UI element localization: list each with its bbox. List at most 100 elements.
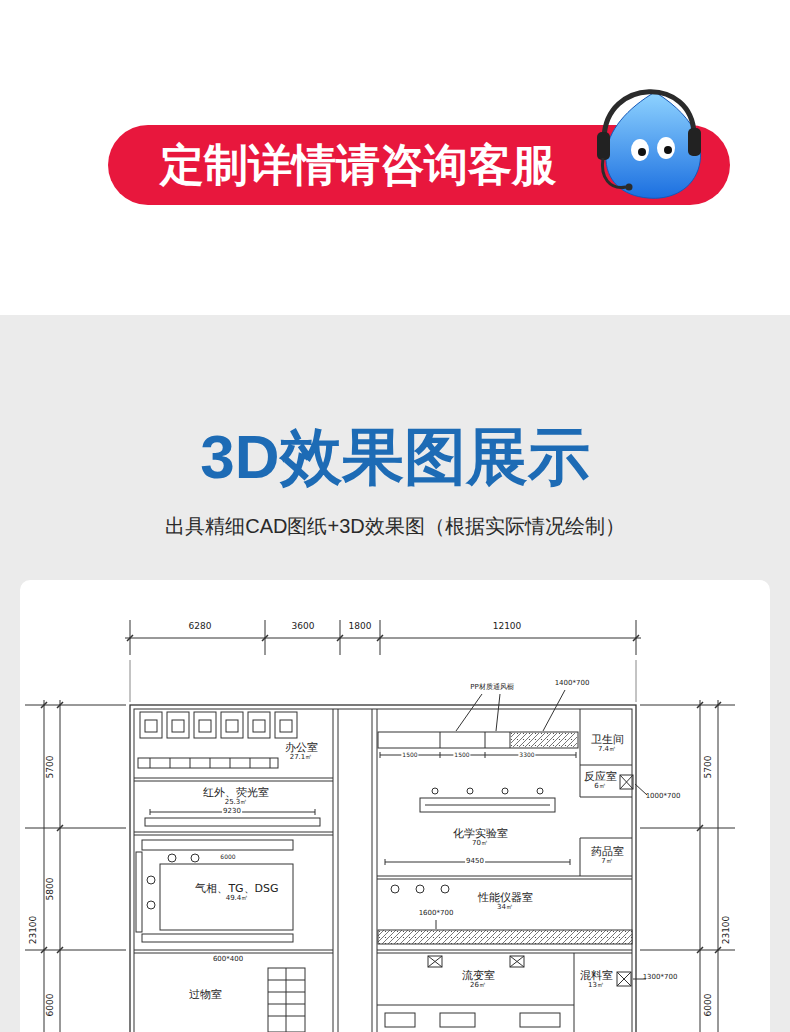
size-label: 600*400: [213, 956, 243, 964]
room-label: 红外、荧光室25.3㎡: [203, 787, 269, 807]
cad-plan-part: [253, 720, 265, 732]
cad-plan-part: [127, 635, 639, 641]
cad-plan-part: [125, 638, 641, 639]
cad-plan-part: [136, 852, 142, 932]
dimension-label: 9450: [465, 858, 485, 866]
page-caption: 出具精细CAD图纸+3D效果图（根据实际情况绘制）: [0, 515, 790, 537]
cad-plan-part: [440, 732, 510, 748]
cad-plan-part: [380, 752, 576, 758]
mascot-icon-part: [597, 132, 610, 160]
cad-plan-part: [391, 885, 399, 893]
cad-plan: [25, 620, 735, 1032]
cad-plan-part: [268, 968, 305, 1032]
cad-plan-part: [275, 712, 297, 738]
cad-plan-part: [130, 660, 636, 702]
cad-plan-part: [502, 788, 508, 794]
cad-plan-part: [147, 901, 155, 909]
cad-plan-part: [134, 778, 333, 953]
cad-plan-part: [620, 775, 633, 789]
cad-plan-part: [425, 805, 550, 806]
dimension-label: 23100: [722, 916, 732, 945]
cad-plan-part: [697, 702, 721, 953]
cad-plan-part: [142, 934, 293, 942]
room-name: 反应室: [584, 771, 617, 783]
cad-plan-part: [138, 758, 278, 768]
room-label: 气相、TG、DSG49.4㎡: [195, 883, 278, 903]
room-name: 化学实验室: [453, 828, 508, 840]
room-area: 34㎡: [478, 904, 533, 912]
room-label: 办公室27.1㎡: [285, 742, 318, 762]
dimension-label: 9230: [222, 808, 242, 816]
cad-plan-part: [130, 620, 636, 655]
banner-text: 定制详情请咨询客服: [108, 141, 556, 189]
cad-plan-part: [617, 972, 631, 986]
cad-plan-part: [25, 700, 126, 1032]
room-name: 卫生间: [591, 734, 624, 746]
cad-plan-part: [432, 788, 438, 794]
cad-plan-part: [140, 712, 162, 738]
cad-plan-part: [635, 784, 647, 795]
cad-plan-part: [199, 720, 211, 732]
cad-plan-part: [440, 1013, 475, 1027]
cad-plan-part: [150, 809, 315, 815]
cad-plan-part: [537, 788, 543, 794]
dimension-label: 1800: [349, 622, 372, 632]
cad-plan-part: [168, 854, 176, 862]
mascot-icon: [597, 92, 701, 199]
room-name: 红外、荧光室: [203, 787, 269, 799]
cad-plan-part: [134, 709, 632, 1032]
cad-plan-part: [428, 956, 442, 967]
cad-plan-part: [145, 720, 157, 732]
room-label: 药品室7㎡: [591, 846, 624, 866]
cad-plan-part: [416, 885, 424, 893]
room-area: 25.3㎡: [203, 799, 269, 807]
cad-plan-part: [378, 732, 578, 748]
room-name: 混料室: [580, 970, 613, 982]
cad-plan-part: [268, 968, 305, 1032]
note-label: PP材质通风橱: [470, 684, 513, 692]
dimension-label: 5700: [704, 756, 714, 779]
cad-plan-part: [333, 709, 377, 1032]
dimension-label: 1500: [453, 752, 470, 759]
room-label: 反应室6㎡: [584, 771, 617, 791]
size-label: 1300*700: [643, 974, 678, 982]
room-label: 化学实验室70㎡: [453, 828, 508, 848]
cad-plan-part: [130, 705, 636, 1032]
dimension-label: 3300: [518, 752, 535, 759]
cad-plan-part: [41, 702, 63, 953]
room-area: 7.4㎡: [591, 746, 624, 754]
cad-plan-part: [378, 930, 632, 944]
room-label: 混料室13㎡: [580, 970, 613, 990]
mascot-icon-part: [657, 137, 675, 159]
room-area: 13㎡: [580, 982, 613, 990]
mascot-icon-part: [688, 128, 701, 156]
plan-card: [20, 580, 770, 1032]
cad-plan-part: [194, 712, 216, 738]
room-name: 流变室: [462, 970, 495, 982]
mascot-icon-part: [602, 158, 626, 187]
cad-plan-part: [172, 720, 184, 732]
cad-plan-part: [377, 950, 632, 1032]
mascot-icon-part: [604, 92, 694, 138]
dimension-label: 1500: [401, 752, 418, 759]
cad-plan-part: [385, 1013, 415, 1027]
cad-plan-part: [620, 775, 633, 789]
room-name: 办公室: [285, 742, 318, 754]
mascot-icon-part: [626, 184, 633, 191]
cad-plan-part: [617, 972, 631, 986]
cad-plan-part: [145, 818, 320, 826]
dimension-label: 5800: [46, 878, 56, 901]
room-area: 6㎡: [584, 783, 617, 791]
cad-plan-part: [467, 788, 473, 794]
cad-plan-part: [385, 859, 570, 865]
cad-plan-part: [167, 712, 189, 738]
cad-plan-part: [580, 709, 632, 876]
dimension-label: 3600: [292, 622, 315, 632]
cad-plan-part: [511, 733, 577, 747]
cad-plan-part: [640, 700, 735, 1032]
dimension-label: 5700: [46, 756, 56, 779]
dimension-label: 6280: [189, 622, 212, 632]
cad-plan-part: [441, 885, 449, 893]
cad-plan-part: [436, 920, 437, 929]
room-name: 药品室: [591, 846, 624, 858]
